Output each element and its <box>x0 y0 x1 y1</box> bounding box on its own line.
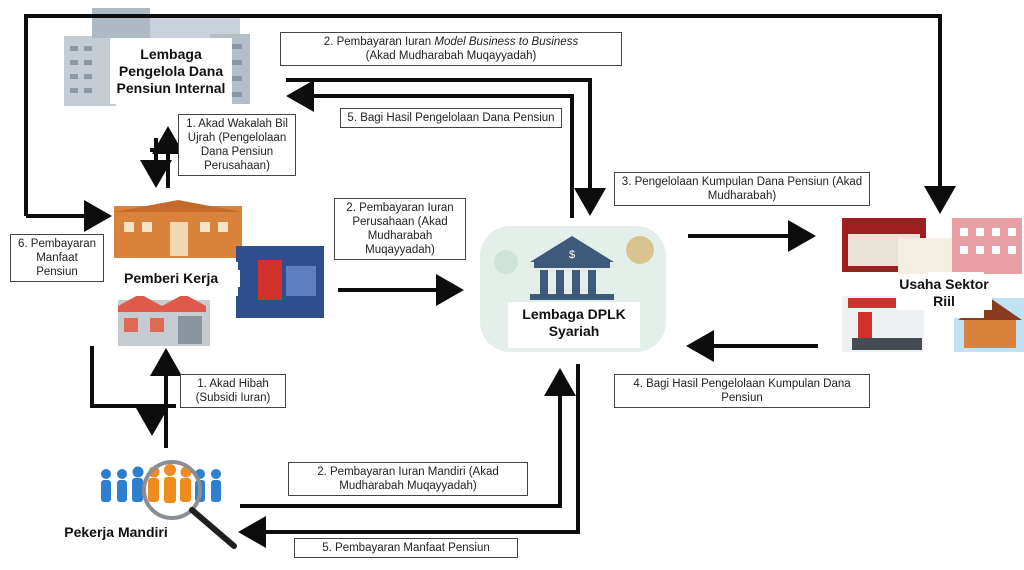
flow-2-top-label: 2. Pembayaran Iuran Model Business to Bu… <box>280 32 622 66</box>
flow-3-label: 3. Pengelolaan Kumpulan Dana Pensiun (Ak… <box>614 172 870 206</box>
flow-2-top-arrow <box>286 78 606 216</box>
entity-lembaga-pengelola: Lembaga Pengelola Dana Pensiun Internal <box>110 46 232 97</box>
flow-2-mid-label: 2. Pembayaran Iuran Perusahaan (Akad Mud… <box>334 198 466 260</box>
entity-usaha-sektor-riil: Usaha Sektor Riil <box>896 276 992 310</box>
flow-6-arrow <box>90 346 168 436</box>
flow-4-label: 4. Bagi Hasil Pengelolaan Kumpulan Dana … <box>614 374 870 408</box>
entity-dplk: Lembaga DPLK Syariah <box>510 306 638 340</box>
flow-2-bottom-label: 2. Pembayaran Iuran Mandiri (Akad Mudhar… <box>288 462 528 496</box>
flow-1-hibah-label: 1. Akad Hibah (Subsidi Iuran) <box>180 374 286 408</box>
flow-2-top-emphasis: Model Business to Business <box>434 36 579 48</box>
entity-pemberi-kerja: Pemberi Kerja <box>124 270 240 287</box>
flow-1-wakalah-label: 1. Akad Wakalah Bil Ujrah (Pengelolaan D… <box>178 114 296 176</box>
shops-illustration <box>842 218 1024 352</box>
flow-5-bottom-label: 5. Pembayaran Manfaat Pensiun <box>294 538 518 558</box>
employer-buildings-illustration <box>114 200 324 346</box>
outer-loop-arrow <box>24 14 956 216</box>
flow-5-bottom-arrow <box>238 364 580 548</box>
flow-5-top-arrow <box>286 80 574 218</box>
people-illustration <box>101 460 237 549</box>
flow-2-top-akad: (Akad Mudharabah Muqayyadah) <box>365 50 537 62</box>
entity-pekerja-mandiri: Pekerja Mandiri <box>64 524 168 540</box>
flow-2-top-text: 2. Pembayaran Iuran <box>323 36 435 48</box>
flow-2-bottom-arrow <box>240 368 576 508</box>
svg-text:$: $ <box>569 249 575 261</box>
flow-5-top-label: 5. Bagi Hasil Pengelolaan Dana Pensiun <box>340 108 562 128</box>
flow-6-label: 6. Pembayaran Manfaat Pensiun <box>10 234 104 282</box>
